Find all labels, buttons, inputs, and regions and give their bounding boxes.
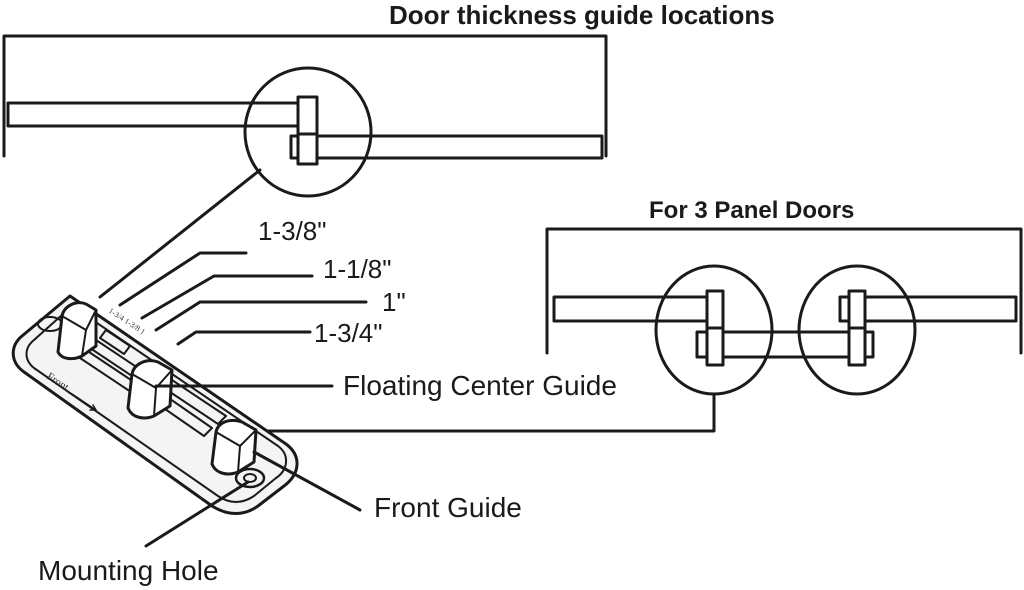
leader-1 bbox=[154, 300, 368, 332]
leader-mounting-hole bbox=[144, 480, 250, 548]
front-guide-block bbox=[210, 418, 258, 476]
right-guide-post-upper bbox=[847, 289, 867, 330]
label-mounting-hole: Mounting Hole bbox=[38, 555, 219, 586]
label-front-guide: Front Guide bbox=[374, 492, 522, 523]
label-thickness-1: 1" bbox=[382, 287, 406, 317]
left-guide-post-upper bbox=[705, 289, 725, 330]
two-door-detail bbox=[2, 34, 608, 198]
rear-guide-block-edge bbox=[81, 329, 87, 357]
upper-door-panel bbox=[6, 101, 306, 128]
right-guide-post-lower bbox=[847, 326, 867, 367]
center-door-panel bbox=[695, 330, 875, 359]
guide-slot-3 bbox=[99, 329, 131, 355]
three-panel-bracket bbox=[545, 227, 1023, 355]
label-thickness-1-1-8: 1-1/8" bbox=[323, 254, 392, 284]
guide-post-lower bbox=[296, 132, 319, 166]
leader-1-3-8 bbox=[118, 251, 248, 307]
right-door-panel bbox=[838, 295, 1018, 323]
three-panel-callout-line bbox=[243, 392, 716, 433]
two-door-bracket bbox=[2, 34, 608, 158]
floating-center-guide-block bbox=[126, 359, 174, 420]
label-thickness-1-3-4: 1-3/4" bbox=[314, 318, 383, 348]
leader-lines bbox=[118, 251, 368, 548]
mounting-hole bbox=[234, 467, 266, 489]
guide-base-rim bbox=[25, 305, 287, 503]
left-door-panel bbox=[552, 295, 722, 323]
detail-callout-line bbox=[98, 168, 262, 299]
mounting-hole-inner bbox=[243, 473, 257, 483]
leader-front-guide bbox=[252, 450, 362, 512]
guide-post-upper bbox=[296, 95, 319, 136]
front-guide-edge bbox=[237, 445, 241, 473]
front-arrow-head bbox=[89, 404, 97, 411]
leader-1-3-4 bbox=[176, 330, 312, 346]
front-arrow bbox=[71, 393, 97, 411]
rear-guide-block bbox=[56, 301, 98, 361]
detail-circle-right bbox=[797, 264, 917, 396]
title-door-thickness: Door thickness guide locations bbox=[389, 0, 775, 30]
title-three-panel: For 3 Panel Doors bbox=[649, 197, 855, 224]
three-panel-detail bbox=[545, 227, 1023, 396]
label-floating-center-guide: Floating Center Guide bbox=[343, 370, 617, 401]
label-thickness-1-3-8: 1-3/8" bbox=[258, 216, 327, 246]
detail-circle-top bbox=[243, 66, 373, 198]
leader-1-1-8 bbox=[140, 274, 314, 320]
left-guide-post-lower bbox=[705, 326, 725, 367]
floor-guide bbox=[11, 294, 299, 515]
lower-door-panel bbox=[289, 134, 604, 160]
floating-center-guide-edge bbox=[153, 387, 157, 417]
